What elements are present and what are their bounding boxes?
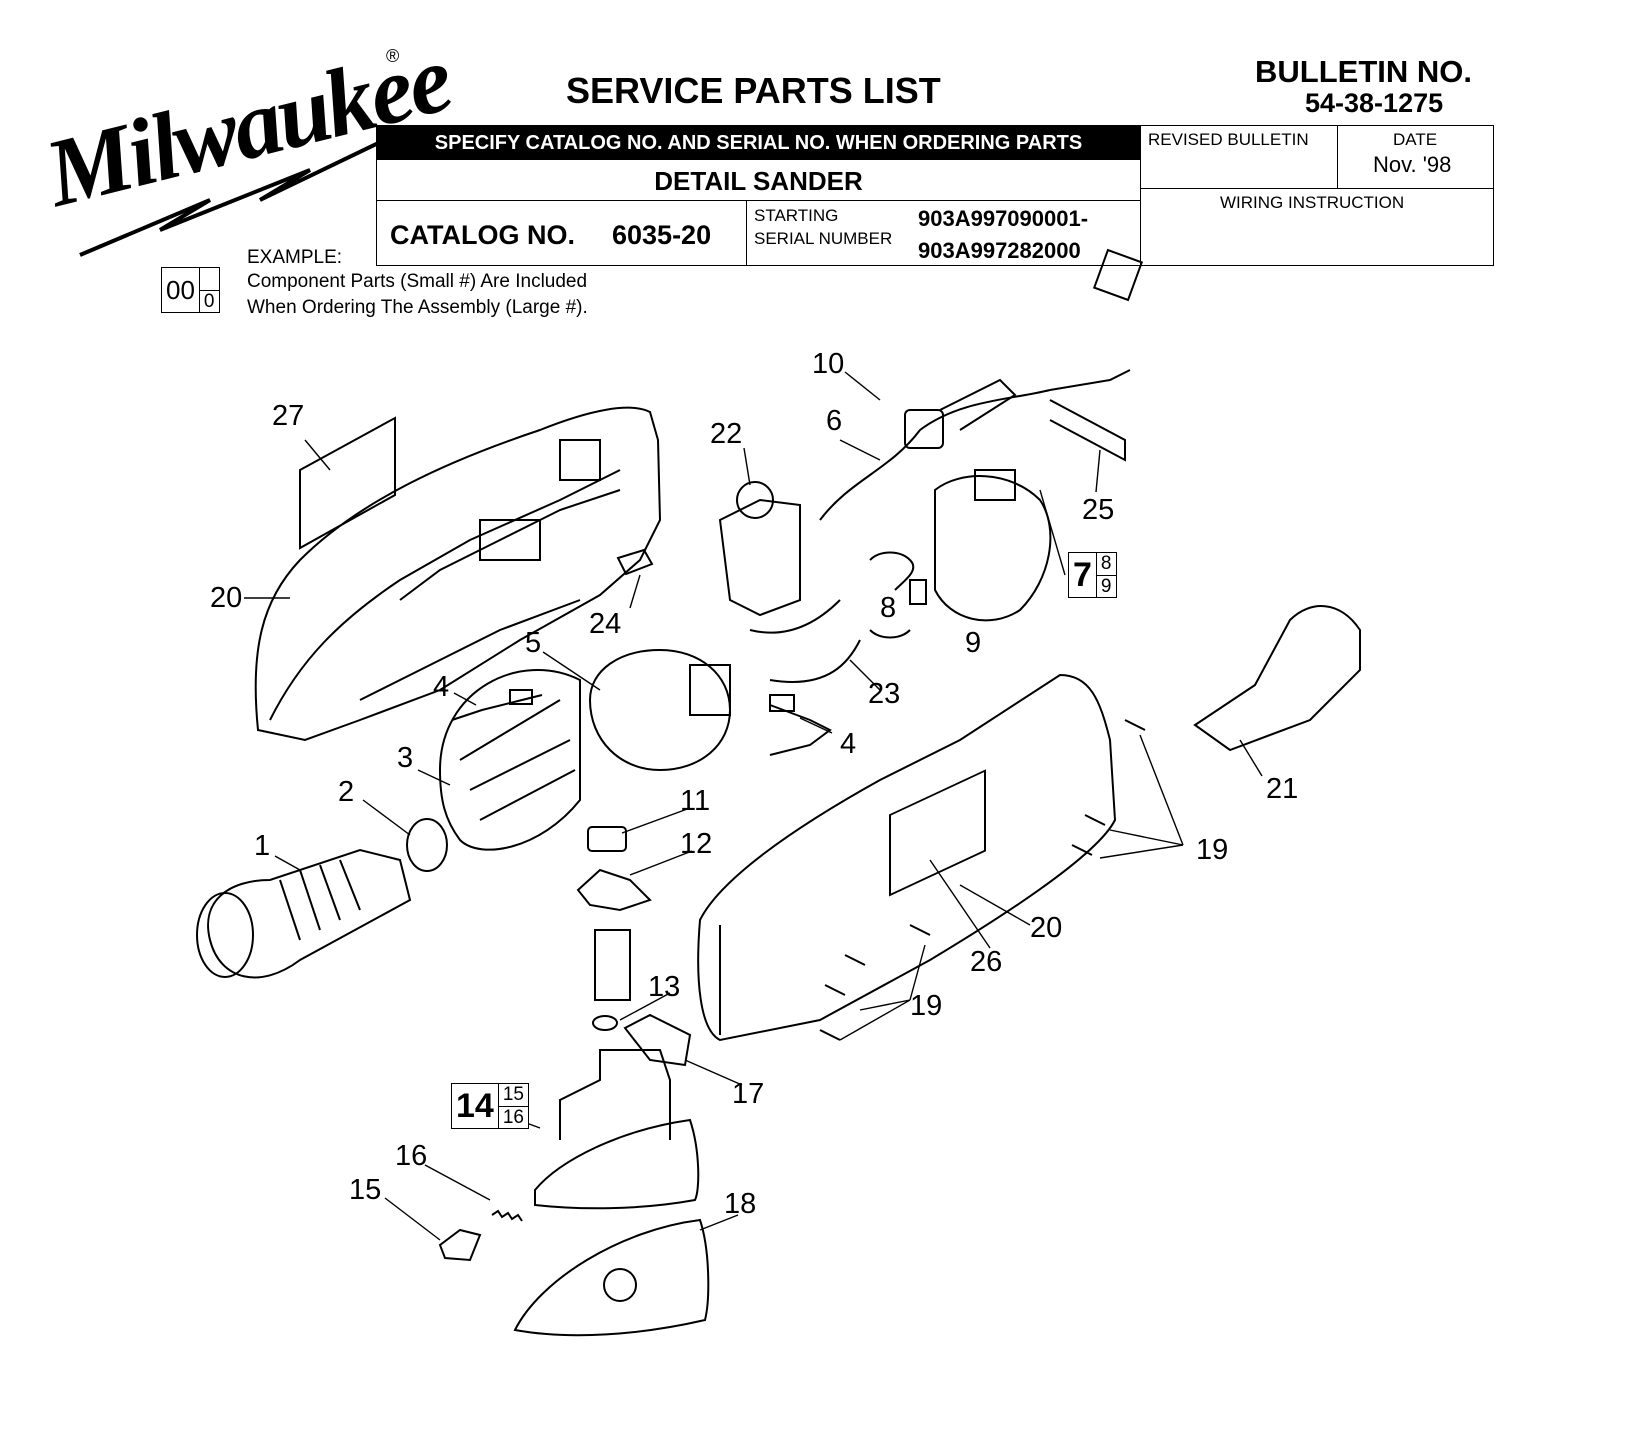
callout-26: 26 [970,946,1003,978]
callout-27: 27 [272,400,305,432]
callout-9: 9 [965,627,982,659]
callout-8: 8 [880,592,897,624]
switch-22 [718,498,801,617]
example-small-number: 0 [203,291,215,312]
callout-10: 10 [812,348,845,380]
part-24 [616,548,654,576]
divider-vertical-date [1337,126,1338,188]
brush-lead-4b [769,704,832,756]
callout-4-left: 4 [433,671,450,703]
kit-14-small-top: 15 [498,1084,528,1107]
example-kit-box: 00 0 [161,267,220,313]
callout-18: 18 [724,1188,757,1220]
pad-assembly-14 [534,1118,700,1210]
catalog-number: 6035-20 [612,220,712,250]
screws-19 [819,719,1146,1041]
example-line-1: Component Parts (Small #) Are Included [247,271,588,292]
kit-14-small-bottom: 16 [502,1107,524,1128]
washer-13 [592,1015,618,1031]
kit-14-number: 14 [456,1086,494,1125]
left-housing-20 [254,406,662,742]
label-plate-27 [299,416,396,550]
callout-15: 15 [349,1174,382,1206]
date-value: Nov. '98 [1373,152,1452,177]
callout-2: 2 [338,776,355,808]
callout-25: 25 [1082,494,1115,526]
registered-mark: ® [386,46,400,66]
kit-7-components: 8 9 [1095,553,1116,597]
divider-horizontal [377,200,1141,201]
sanding-pad-18 [513,1218,710,1337]
product-name: DETAIL SANDER [654,166,863,196]
example-line-2: When Ordering The Assembly (Large #). [247,297,588,318]
divider-vertical-main [1140,126,1141,266]
order-info-box [376,125,1494,266]
callout-5: 5 [525,627,542,659]
example-label: EXAMPLE: [247,247,343,268]
kit-7-small-top: 8 [1096,553,1116,576]
callout-4-right: 4 [840,728,857,760]
bearing-2 [406,818,448,872]
strain-relief-10 [904,409,944,449]
specify-banner: SPECIFY CATALOG NO. AND SERIAL NO. WHEN … [377,126,1140,160]
serial-start: 903A997090001- [918,206,1089,231]
serial-label-2: SERIAL NUMBER [754,229,893,248]
callout-21: 21 [1266,773,1299,805]
callout-11: 11 [680,785,711,817]
brush-9 [909,579,927,605]
callout-12: 12 [680,828,713,860]
kit-14-components: 15 16 [497,1084,528,1128]
lever-15 [438,1228,482,1262]
bulletin-number: 54-38-1275 [1305,88,1444,118]
callout-13: 13 [648,971,681,1003]
callout-17: 17 [732,1078,765,1110]
divider-horizontal-right [1140,188,1494,189]
callout-24: 24 [589,608,622,640]
callout-20-left: 20 [210,582,243,614]
catalog-label: CATALOG NO. [390,220,575,250]
fan-12 [576,868,652,912]
revised-bulletin-label: REVISED BULLETIN [1148,130,1309,149]
kit-box-7: 7 8 9 [1068,552,1117,598]
nameplate-26 [889,769,986,897]
callout-20-right: 20 [1030,912,1063,944]
example-overline [199,268,219,291]
callout-16: 16 [395,1140,428,1172]
kit-7-number: 7 [1073,555,1092,594]
callout-22: 22 [710,418,743,450]
kit-7-small-bottom: 9 [1100,576,1112,597]
brush-holder-7 [934,475,1052,622]
date-label: DATE [1393,130,1438,149]
wiring-instruction-label: WIRING INSTRUCTION [1220,193,1405,212]
callout-19-right: 19 [1196,834,1229,866]
example-fraction: 0 [198,268,219,312]
serial-label-1: STARTING [754,206,839,225]
callout-1: 1 [254,830,271,862]
callout-3: 3 [397,742,414,774]
callout-19-bottom: 19 [910,990,943,1022]
page-title: SERVICE PARTS LIST [566,70,941,111]
bulletin-label: BULLETIN NO. [1255,54,1472,89]
end-bell-5 [588,648,732,772]
serial-end: 903A997282000 [918,238,1081,263]
nozzle-21 [1193,605,1361,752]
part-11 [587,826,627,852]
spring-16 [491,1209,523,1222]
divider-vertical-serial [746,200,747,266]
kit-box-14: 14 15 16 [451,1083,529,1129]
callout-23: 23 [868,678,901,710]
part-17 [623,1013,692,1067]
field-3 [438,669,581,851]
callout-6: 6 [826,405,843,437]
right-housing-20 [697,673,1117,1042]
brush-8 [869,551,915,591]
armature-1 [207,848,412,979]
example-big-number: 00 [166,274,195,305]
